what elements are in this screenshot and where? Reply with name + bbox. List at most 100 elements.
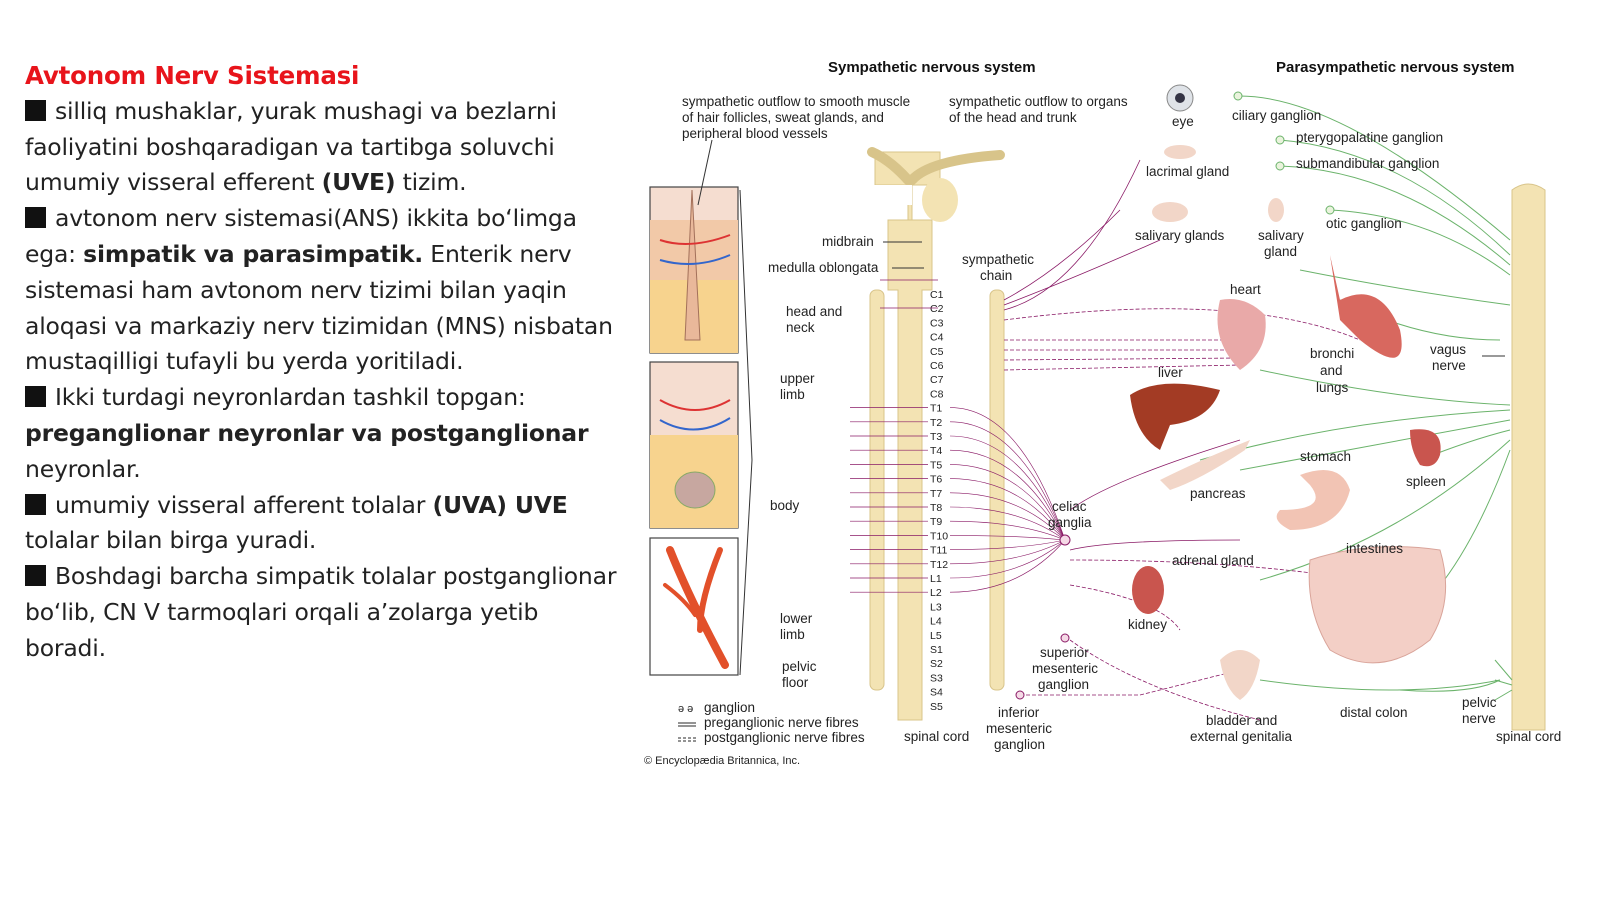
legend-pre: preganglionic nerve fibres xyxy=(704,715,859,730)
label-head-neck-2: neck xyxy=(786,320,815,335)
lacrimal-gland-icon xyxy=(1164,145,1196,159)
bullet-square-icon xyxy=(25,565,46,587)
p2-text: avtonom nerv sistemasi(ANS) ikkita boʻli… xyxy=(25,204,577,268)
paragraph-2: avtonom nerv sistemasi(ANS) ikkita boʻli… xyxy=(25,201,625,380)
vertebra-label-c7: C7 xyxy=(930,374,944,386)
vertebra-label-t8: T8 xyxy=(930,502,942,514)
copyright: © Encyclopædia Britannica, Inc. xyxy=(644,755,800,767)
label-spinal-cord-right: spinal cord xyxy=(1496,729,1561,744)
outflow-smooth-line-2: of hair follicles, sweat glands, and xyxy=(682,110,884,125)
fibre-row-celiac xyxy=(949,435,1066,541)
vertebra-label-c3: C3 xyxy=(930,317,944,329)
header-sympathetic: Sympathetic nervous system xyxy=(828,59,1036,76)
intestines-icon xyxy=(1308,546,1447,664)
label-bronchi-2: and xyxy=(1320,363,1343,378)
vertebra-labels-left: C1C2C3C4C5C6C7C8T1T2T3T4T5T6T7T8T9T10T11… xyxy=(930,289,948,713)
vertebra-label-t9: T9 xyxy=(930,516,942,528)
label-pancreas: pancreas xyxy=(1190,486,1246,501)
label-sup-mes-1: superior xyxy=(1040,645,1089,660)
sympathetic-chain xyxy=(989,289,1005,691)
outflow-smooth-line-1: sympathetic outflow to smooth muscle xyxy=(682,94,910,109)
vertebra-label-s5: S5 xyxy=(930,701,943,713)
label-inf-mes-3: ganglion xyxy=(994,737,1045,752)
salivary-glands-icon xyxy=(1152,202,1188,222)
left-ganglion-chain xyxy=(869,289,885,691)
label-pelvic-nerve-2: nerve xyxy=(1462,711,1496,726)
fibre-row-celiac xyxy=(949,539,1066,565)
label-lower-limb-1: lower xyxy=(780,611,813,626)
label-eye: eye xyxy=(1172,114,1194,129)
kidney-icon xyxy=(1132,566,1164,614)
label-heart: heart xyxy=(1230,282,1261,297)
header-parasympathetic: Parasympathetic nervous system xyxy=(1276,59,1514,76)
p2-text-end: Enterik nerv sistemasi ham avtonom nerv … xyxy=(25,239,613,376)
vertebra-label-t5: T5 xyxy=(930,459,942,471)
fibre-row-celiac xyxy=(949,539,1066,579)
label-bladder-1: bladder and xyxy=(1206,713,1277,728)
label-pelvic-nerve-1: pelvic xyxy=(1462,695,1497,710)
label-bronchi-3: lungs xyxy=(1316,380,1349,395)
legend: ə ə ganglion preganglionic nerve fibres … xyxy=(644,700,865,767)
vertebra-label-c6: C6 xyxy=(930,360,944,372)
vertebra-label-t11: T11 xyxy=(930,545,947,557)
p4-text: umumiy visseral afferent tolalar xyxy=(55,490,433,519)
fibre-row-celiac xyxy=(949,492,1066,541)
fibre-row-celiac xyxy=(949,520,1066,541)
fibre-row-celiac xyxy=(949,539,1066,593)
label-celiac-1: celiac xyxy=(1052,499,1087,514)
label-sup-mes-3: ganglion xyxy=(1038,677,1089,692)
vertebra-label-t2: T2 xyxy=(930,417,942,429)
label-salivary-gland-2: gland xyxy=(1264,244,1297,259)
bullet-square-icon xyxy=(25,207,46,229)
label-liver: liver xyxy=(1158,365,1183,380)
vertebra-label-t12: T12 xyxy=(930,559,948,571)
fibre-row-celiac xyxy=(949,464,1066,541)
vertebra-label-t3: T3 xyxy=(930,431,942,443)
liver-icon xyxy=(1130,383,1220,450)
label-submandibular: submandibular ganglion xyxy=(1296,156,1439,171)
label-spinal-cord: spinal cord xyxy=(904,729,969,744)
p2-bold: simpatik va parasimpatik. xyxy=(83,239,424,268)
label-inf-mes-2: mesenteric xyxy=(986,721,1052,736)
paragraph-5: Boshdagi barcha simpatik tolalar postgan… xyxy=(25,559,625,666)
vertebra-label-c8: C8 xyxy=(930,388,944,400)
fibre-row-celiac xyxy=(949,449,1066,541)
p5-text: Boshdagi barcha simpatik tolalar postgan… xyxy=(25,562,617,662)
vertebra-label-l2: L2 xyxy=(930,587,942,599)
label-kidney: kidney xyxy=(1128,617,1167,632)
label-body: body xyxy=(770,498,800,513)
label-upper-limb-1: upper xyxy=(780,371,815,386)
fibre-row-celiac xyxy=(949,421,1066,541)
p4-text-end: tolalar bilan birga yuradi. xyxy=(25,526,317,555)
label-bronchi-1: bronchi xyxy=(1310,346,1354,361)
lungs-icon xyxy=(1330,255,1402,358)
vertebra-label-t1: T1 xyxy=(930,403,942,415)
skin-panels xyxy=(649,139,753,676)
label-bladder-2: external genitalia xyxy=(1190,729,1293,744)
fibre-row-celiac xyxy=(949,506,1066,541)
label-intestines: intestines xyxy=(1346,541,1403,556)
p1-bold: (UVE) xyxy=(321,168,396,197)
label-adrenal: adrenal gland xyxy=(1172,553,1254,568)
vertebra-label-s3: S3 xyxy=(930,672,943,684)
organs xyxy=(1130,84,1447,700)
vertebra-label-l1: L1 xyxy=(930,573,942,585)
p3-text-end: neyronlar. xyxy=(25,454,141,483)
vertebra-label-t10: T10 xyxy=(930,530,948,542)
vertebra-label-c4: C4 xyxy=(930,332,944,344)
vertebra-label-l4: L4 xyxy=(930,616,942,628)
label-distal-colon: distal colon xyxy=(1340,705,1408,720)
parasympathetic-spinal-cord xyxy=(1511,183,1546,731)
vertebra-label-c2: C2 xyxy=(930,303,944,315)
label-vagus-1: vagus xyxy=(1430,342,1466,357)
vertebra-label-t4: T4 xyxy=(930,445,942,457)
label-midbrain: midbrain xyxy=(822,234,874,249)
paragraph-4: umumiy visseral afferent tolalar (UVA) U… xyxy=(25,488,625,560)
bullet-square-icon xyxy=(25,386,46,408)
p4-bold: (UVA) UVE xyxy=(432,490,568,519)
stomach-icon xyxy=(1276,470,1350,530)
pancreas-icon xyxy=(1160,440,1250,490)
label-salivary-glands: salivary glands xyxy=(1135,228,1225,243)
vertebra-label-t6: T6 xyxy=(930,474,942,486)
p3-bold: preganglionar neyronlar va postgangliona… xyxy=(25,418,589,447)
